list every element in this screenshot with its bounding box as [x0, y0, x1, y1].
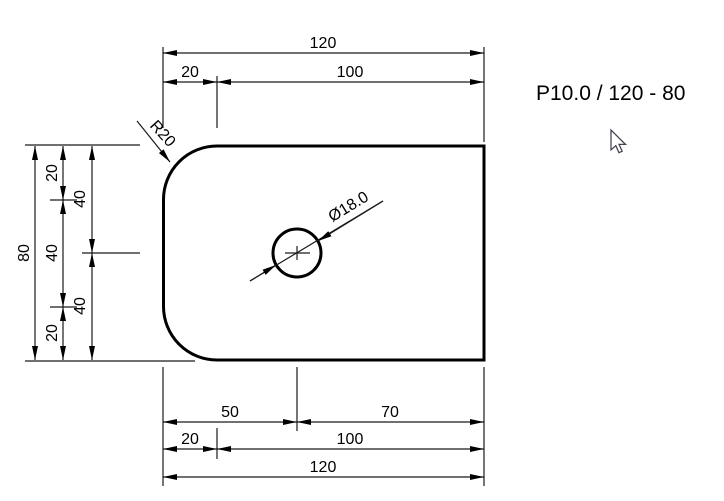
dim-label-left-seg-mid: 40 — [44, 244, 61, 262]
dim-label-bottom-from-hole: 70 — [381, 404, 399, 421]
dim-label-left-seg-bottom: 20 — [44, 324, 61, 342]
dim-label-bottom-span: 100 — [337, 431, 364, 448]
cursor-arrow-icon — [610, 128, 628, 154]
dim-label-top-offset: 20 — [181, 64, 199, 81]
leader-r20-line — [136, 120, 171, 163]
dim-label-left-half-bottom: 40 — [72, 297, 89, 315]
dia-arrow-lower — [249, 264, 277, 282]
hole-circle — [271, 227, 323, 279]
dim-label-top-total: 120 — [310, 35, 337, 52]
dim-label-left-seg-top: 20 — [44, 164, 61, 182]
plate-outline — [162, 144, 486, 362]
dim-label-bottom-total: 120 — [310, 459, 337, 476]
dim-label-left-total: 80 — [16, 244, 33, 262]
dim-label-hole-diameter: Ø18.0 — [326, 189, 372, 226]
dim-label-left-half-top: 40 — [72, 190, 89, 208]
dim-label-corner-radius: R20 — [146, 117, 178, 150]
dim-label-bottom-offset: 20 — [181, 431, 199, 448]
drawing-title: P10.0 / 120 - 80 — [536, 82, 685, 105]
dia-arrow-upper — [317, 200, 384, 242]
dim-label-bottom-to-hole: 50 — [221, 404, 239, 421]
dim-label-top-span: 100 — [337, 64, 364, 81]
